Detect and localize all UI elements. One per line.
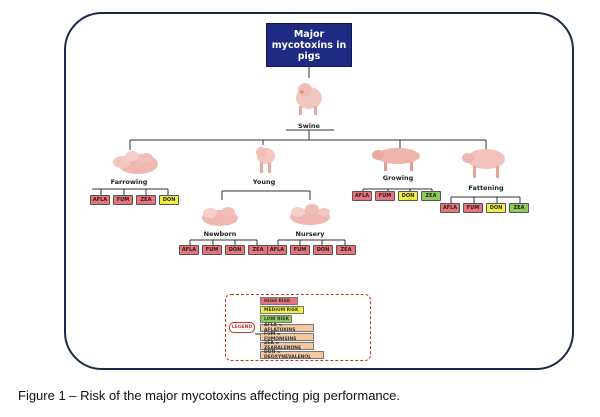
fattening-label: Fattening <box>468 184 504 192</box>
legend-item: MEDIUM RISK <box>260 306 304 314</box>
legend-label: LEGEND <box>229 322 255 333</box>
legend-item: FUM = FUMONISINS <box>260 332 314 342</box>
pig-farrowing-icon <box>113 151 158 174</box>
figure-caption: Figure 1 – Risk of the major mycotoxins … <box>18 388 400 403</box>
growing-tag-fum: FUM <box>375 191 395 201</box>
newborn-label: Newborn <box>203 230 237 238</box>
pig-newborn-icon <box>202 207 238 226</box>
fattening-tag-fum: FUM <box>463 203 483 213</box>
legend-item: AFLA = AFLATOXINS <box>260 323 314 333</box>
growing-label: Growing <box>382 174 414 182</box>
newborn-tag-afla: AFLA <box>179 245 199 255</box>
legend-item: DON = DEOXYNEVALENOL <box>260 350 324 360</box>
nursery-tag-afla: AFLA <box>267 245 287 255</box>
nursery-tag-don: DON <box>313 245 333 255</box>
nursery-tag-fum: FUM <box>290 245 310 255</box>
root-label: Swine <box>298 122 320 130</box>
pig-fattening-icon <box>462 149 505 178</box>
farrowing-tag-afla: AFLA <box>90 195 110 205</box>
pig-young-icon <box>256 147 275 173</box>
pig-root-icon <box>296 83 322 115</box>
pig-nursery-icon <box>290 204 330 225</box>
nursery-label: Nursery <box>295 230 325 238</box>
nursery-tag-zea: ZEA <box>336 245 356 255</box>
growing-tag-afla: AFLA <box>352 191 372 201</box>
farrowing-tag-don: DON <box>159 195 179 205</box>
growing-tag-zea: ZEA <box>421 191 441 201</box>
legend-item: LOW RISK <box>260 315 292 323</box>
farrowing-tag-fum: FUM <box>113 195 133 205</box>
farrowing-label: Farrowing <box>110 178 148 186</box>
pig-growing-icon <box>372 148 420 171</box>
fattening-tag-don: DON <box>486 203 506 213</box>
growing-tag-don: DON <box>398 191 418 201</box>
legend-item: HIGH RISK <box>260 297 298 305</box>
diagram-frame <box>64 12 574 370</box>
fattening-tag-afla: AFLA <box>440 203 460 213</box>
newborn-tag-fum: FUM <box>202 245 222 255</box>
newborn-tag-zea: ZEA <box>248 245 268 255</box>
legend-item: ZEA = ZEARALENONE <box>260 341 314 351</box>
young-label: Young <box>252 178 276 186</box>
fattening-tag-zea: ZEA <box>509 203 529 213</box>
farrowing-tag-zea: ZEA <box>136 195 156 205</box>
diagram-title: Major mycotoxins in pigs <box>266 23 352 67</box>
newborn-tag-don: DON <box>225 245 245 255</box>
